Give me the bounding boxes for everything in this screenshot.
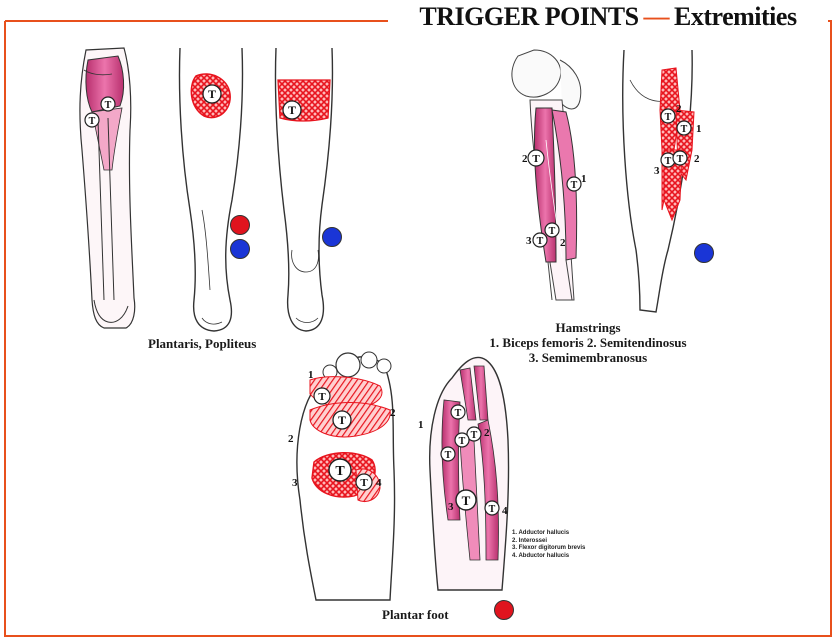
trigger-point: T xyxy=(672,150,688,166)
svg-text:T: T xyxy=(665,156,672,167)
svg-text:T: T xyxy=(338,413,346,427)
label-2: 2 xyxy=(484,427,490,439)
leg-muscle-view xyxy=(79,47,136,329)
label-1: 1 xyxy=(418,419,424,431)
svg-text:T: T xyxy=(681,124,688,135)
title-sub: Extremities xyxy=(674,2,797,31)
page-title: TRIGGER POINTS—Extremities xyxy=(388,2,828,32)
trigger-point: T xyxy=(454,432,470,448)
trigger-point: T xyxy=(450,404,466,420)
label-2: 2 xyxy=(560,237,566,249)
trigger-point: T xyxy=(455,489,477,511)
plantar-muscle-legend: 1. Adductor hallucis 2. Interossei 3. Fl… xyxy=(512,530,585,560)
trigger-point: T xyxy=(328,458,352,482)
caption-plantar-foot: Plantar foot xyxy=(382,607,449,622)
legend-item: 2. Interossei xyxy=(512,537,548,544)
svg-text:T: T xyxy=(455,408,462,419)
marker-blue-lower-leg xyxy=(230,239,250,259)
label-2: 2 xyxy=(522,153,528,165)
label-1: 1 xyxy=(696,123,702,135)
hamstring-back-view xyxy=(622,49,695,313)
svg-text:T: T xyxy=(665,112,672,123)
svg-text:T: T xyxy=(208,87,216,101)
label-1: 1 xyxy=(308,369,314,381)
trigger-point: T xyxy=(100,96,116,112)
label-4: 4 xyxy=(376,477,382,489)
svg-text:T: T xyxy=(360,477,368,489)
plantar-foot-panel xyxy=(296,351,510,601)
svg-text:T: T xyxy=(459,436,466,447)
marker-red-plantar xyxy=(494,600,514,620)
hamstrings-line1: 1. Biceps femoris 2. Semitendinosus xyxy=(489,335,687,350)
label-3: 3 xyxy=(654,165,660,177)
label-3: 3 xyxy=(526,235,532,247)
number-labels: 2 1 3 2 2 1 2 3 1 2 2 3 4 1 2 3 4 xyxy=(288,103,702,517)
svg-text:T: T xyxy=(471,430,478,441)
svg-text:T: T xyxy=(335,464,345,479)
trigger-point: T xyxy=(84,112,100,128)
title-main: TRIGGER POINTS xyxy=(419,2,639,31)
trigger-point: T xyxy=(544,222,560,238)
marker-blue-back-leg xyxy=(322,227,342,247)
caption-hamstrings: Hamstrings 1. Biceps femoris 2. Semitend… xyxy=(478,320,698,365)
label-4: 4 xyxy=(502,505,508,517)
svg-text:T: T xyxy=(318,391,326,403)
hamstring-muscle-view xyxy=(511,49,582,301)
hamstrings-title: Hamstrings xyxy=(555,320,621,335)
label-3: 3 xyxy=(448,501,454,513)
trigger-point: T xyxy=(484,500,500,516)
trigger-points: T T T T T T T T T T T T T T T T T T T T … xyxy=(84,84,692,516)
svg-text:T: T xyxy=(105,100,112,111)
label-1: 1 xyxy=(581,173,587,185)
trigger-point: T xyxy=(676,120,692,136)
label-3: 3 xyxy=(292,477,298,489)
trigger-point: T xyxy=(313,387,331,405)
trigger-point: T xyxy=(466,426,482,442)
svg-text:T: T xyxy=(549,226,556,237)
trigger-point: T xyxy=(527,149,545,167)
svg-text:T: T xyxy=(462,493,471,508)
hamstrings-panel xyxy=(511,49,695,313)
trigger-point: T xyxy=(282,100,302,120)
svg-text:T: T xyxy=(288,103,296,117)
marker-red-lower-leg xyxy=(230,215,250,235)
foot-muscle-view xyxy=(428,356,510,591)
trigger-point: T xyxy=(355,473,373,491)
trigger-point: T xyxy=(202,84,222,104)
plantaris-popliteus-panel xyxy=(79,47,334,332)
leg-back-view-calf xyxy=(274,47,334,332)
trigger-point: T xyxy=(332,410,352,430)
svg-text:T: T xyxy=(445,450,452,461)
svg-text:T: T xyxy=(489,504,496,515)
svg-text:T: T xyxy=(537,236,544,247)
svg-text:T: T xyxy=(532,153,540,165)
leg-back-view-knee xyxy=(178,47,244,332)
svg-text:T: T xyxy=(89,116,96,127)
trigger-point: T xyxy=(440,446,456,462)
svg-text:T: T xyxy=(571,180,578,191)
hamstrings-line2: 3. Semimembranosus xyxy=(528,350,648,365)
label-2: 2 xyxy=(288,433,294,445)
legend-item: 3. Flexor digitorum brevis xyxy=(512,545,586,551)
svg-text:T: T xyxy=(677,154,684,165)
title-dash: — xyxy=(643,2,670,31)
marker-blue-hamstrings xyxy=(694,243,714,263)
label-2: 2 xyxy=(390,407,396,419)
trigger-point: T xyxy=(566,176,582,192)
caption-plantaris-popliteus: Plantaris, Popliteus xyxy=(148,336,257,351)
trigger-point: T xyxy=(660,108,676,124)
legend-item: 1. Adductor hallucis xyxy=(512,530,570,536)
trigger-point: T xyxy=(532,232,548,248)
label-2: 2 xyxy=(676,103,682,115)
label-2: 2 xyxy=(694,153,700,165)
legend-item: 4. Abductor hallucis xyxy=(512,552,570,559)
